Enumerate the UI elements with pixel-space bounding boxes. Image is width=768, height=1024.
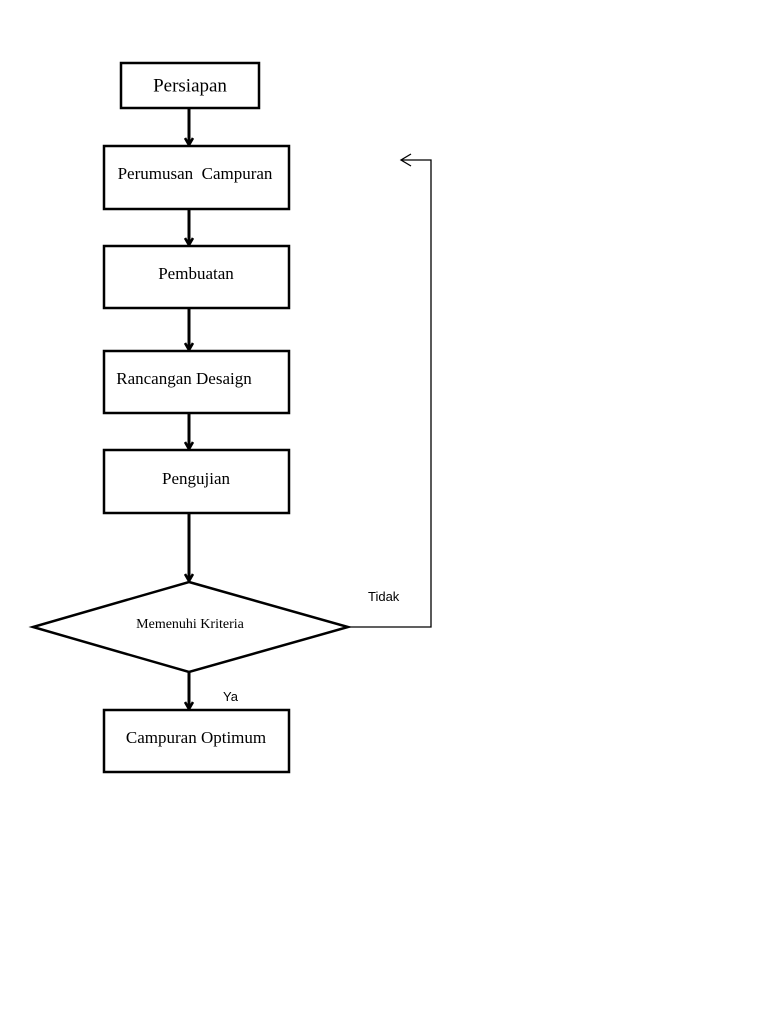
- step-pengujian-label: Pengujian: [162, 469, 230, 488]
- result-campuran-optimum: Campuran Optimum: [102, 708, 291, 774]
- step-perumusan-campuran: Perumusan Campuran: [102, 144, 291, 211]
- step-persiapan: Persiapan: [119, 61, 261, 110]
- step-perumusan-campuran-label: Perumusan Campuran: [118, 164, 273, 183]
- step-pengujian: Pengujian: [102, 448, 291, 515]
- branch-label-tidak: Tidak: [368, 589, 400, 604]
- result-label: Campuran Optimum: [126, 728, 266, 747]
- step-rancangan-desaign: Rancangan Desaign: [102, 349, 291, 415]
- step-persiapan-label: Persiapan: [153, 75, 227, 96]
- step-pembuatan-label: Pembuatan: [158, 264, 234, 283]
- decision-label: Memenuhi Kriteria: [136, 617, 244, 632]
- feedback-loop-arrow: [348, 153, 432, 628]
- step-rancangan-desaign-label: Rancangan Desaign: [116, 369, 252, 388]
- step-pembuatan: Pembuatan: [102, 244, 291, 310]
- decision-memenuhi-kriteria: Memenuhi Kriteria: [28, 580, 353, 674]
- branch-label-ya: Ya: [223, 689, 239, 704]
